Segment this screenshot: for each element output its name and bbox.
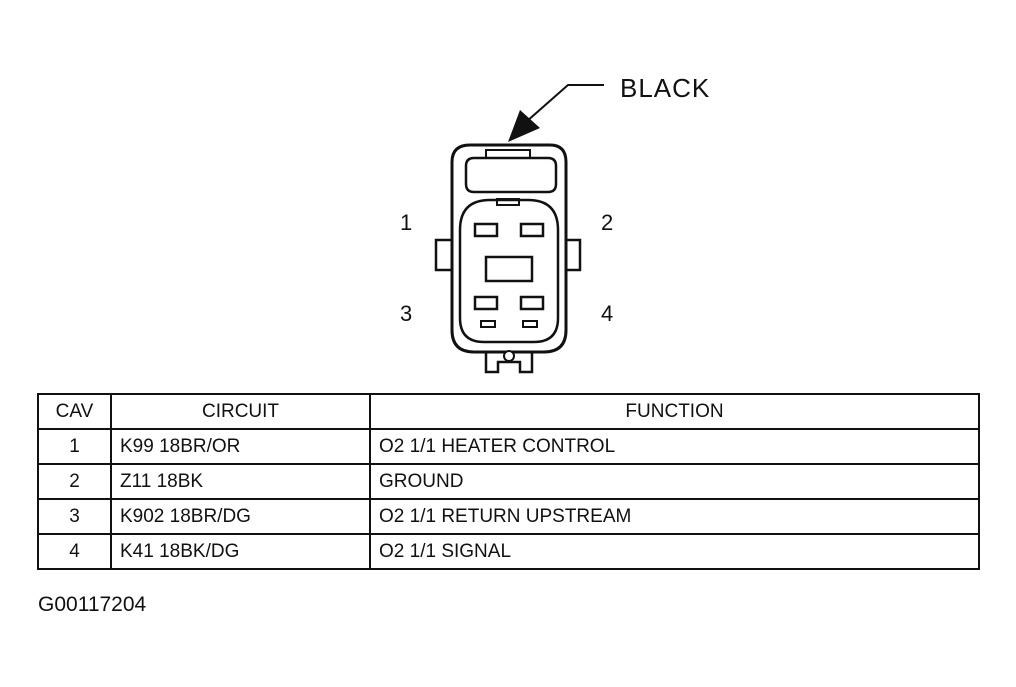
connector-cavity-face	[458, 198, 560, 344]
header-function: FUNCTION	[369, 393, 980, 430]
table-row: 2 Z11 18BK GROUND	[37, 463, 980, 500]
left-ear	[434, 238, 454, 272]
header-cav: CAV	[37, 393, 112, 430]
figure-id: G00117204	[38, 593, 147, 616]
cavity-1	[473, 222, 499, 238]
cell-function: O2 1/1 SIGNAL	[369, 533, 980, 570]
cell-circuit: K41 18BK/DG	[110, 533, 371, 570]
small-slot-left	[480, 320, 496, 328]
cell-cav: 2	[37, 463, 112, 500]
cavity-2	[519, 222, 545, 238]
cell-circuit: K902 18BR/DG	[110, 498, 371, 535]
callout-leader-line	[525, 84, 604, 123]
cell-cav: 4	[37, 533, 112, 570]
pin-label-3: 3	[400, 301, 412, 326]
small-slot-right	[522, 320, 538, 328]
table-header-row: CAV CIRCUIT FUNCTION	[37, 393, 980, 430]
table-row: 1 K99 18BR/OR O2 1/1 HEATER CONTROL	[37, 428, 980, 465]
key-notch	[496, 198, 520, 206]
cell-function: O2 1/1 HEATER CONTROL	[369, 428, 980, 465]
connector-latch	[464, 156, 558, 194]
pin-label-1: 1	[400, 210, 412, 235]
cavity-4	[519, 295, 545, 311]
connector-outer-housing	[450, 143, 568, 354]
table-row: 3 K902 18BR/DG O2 1/1 RETURN UPSTREAM	[37, 498, 980, 535]
header-circuit: CIRCUIT	[110, 393, 371, 430]
callout-arrowhead	[508, 110, 540, 142]
cell-circuit: Z11 18BK	[110, 463, 371, 500]
center-cavity	[484, 255, 534, 283]
cell-cav: 1	[37, 428, 112, 465]
latch-slot	[485, 149, 531, 159]
cell-function: O2 1/1 RETURN UPSTREAM	[369, 498, 980, 535]
table-row: 4 K41 18BK/DG O2 1/1 SIGNAL	[37, 533, 980, 570]
connector-color-label: BLACK	[620, 73, 710, 103]
cell-circuit: K99 18BR/OR	[110, 428, 371, 465]
connector-body	[434, 143, 582, 374]
pin-label-2: 2	[601, 210, 613, 235]
connector-diagram: BLACK 1 2 3 4	[400, 73, 710, 374]
pin-label-4: 4	[601, 301, 613, 326]
right-ear	[564, 238, 582, 272]
pinout-table: CAV CIRCUIT FUNCTION 1 K99 18BR/OR O2 1/…	[37, 393, 980, 570]
cavity-3	[473, 295, 499, 311]
cell-function: GROUND	[369, 463, 980, 500]
cell-cav: 3	[37, 498, 112, 535]
bottom-lock-pin	[503, 350, 515, 362]
color-callout	[525, 84, 604, 123]
